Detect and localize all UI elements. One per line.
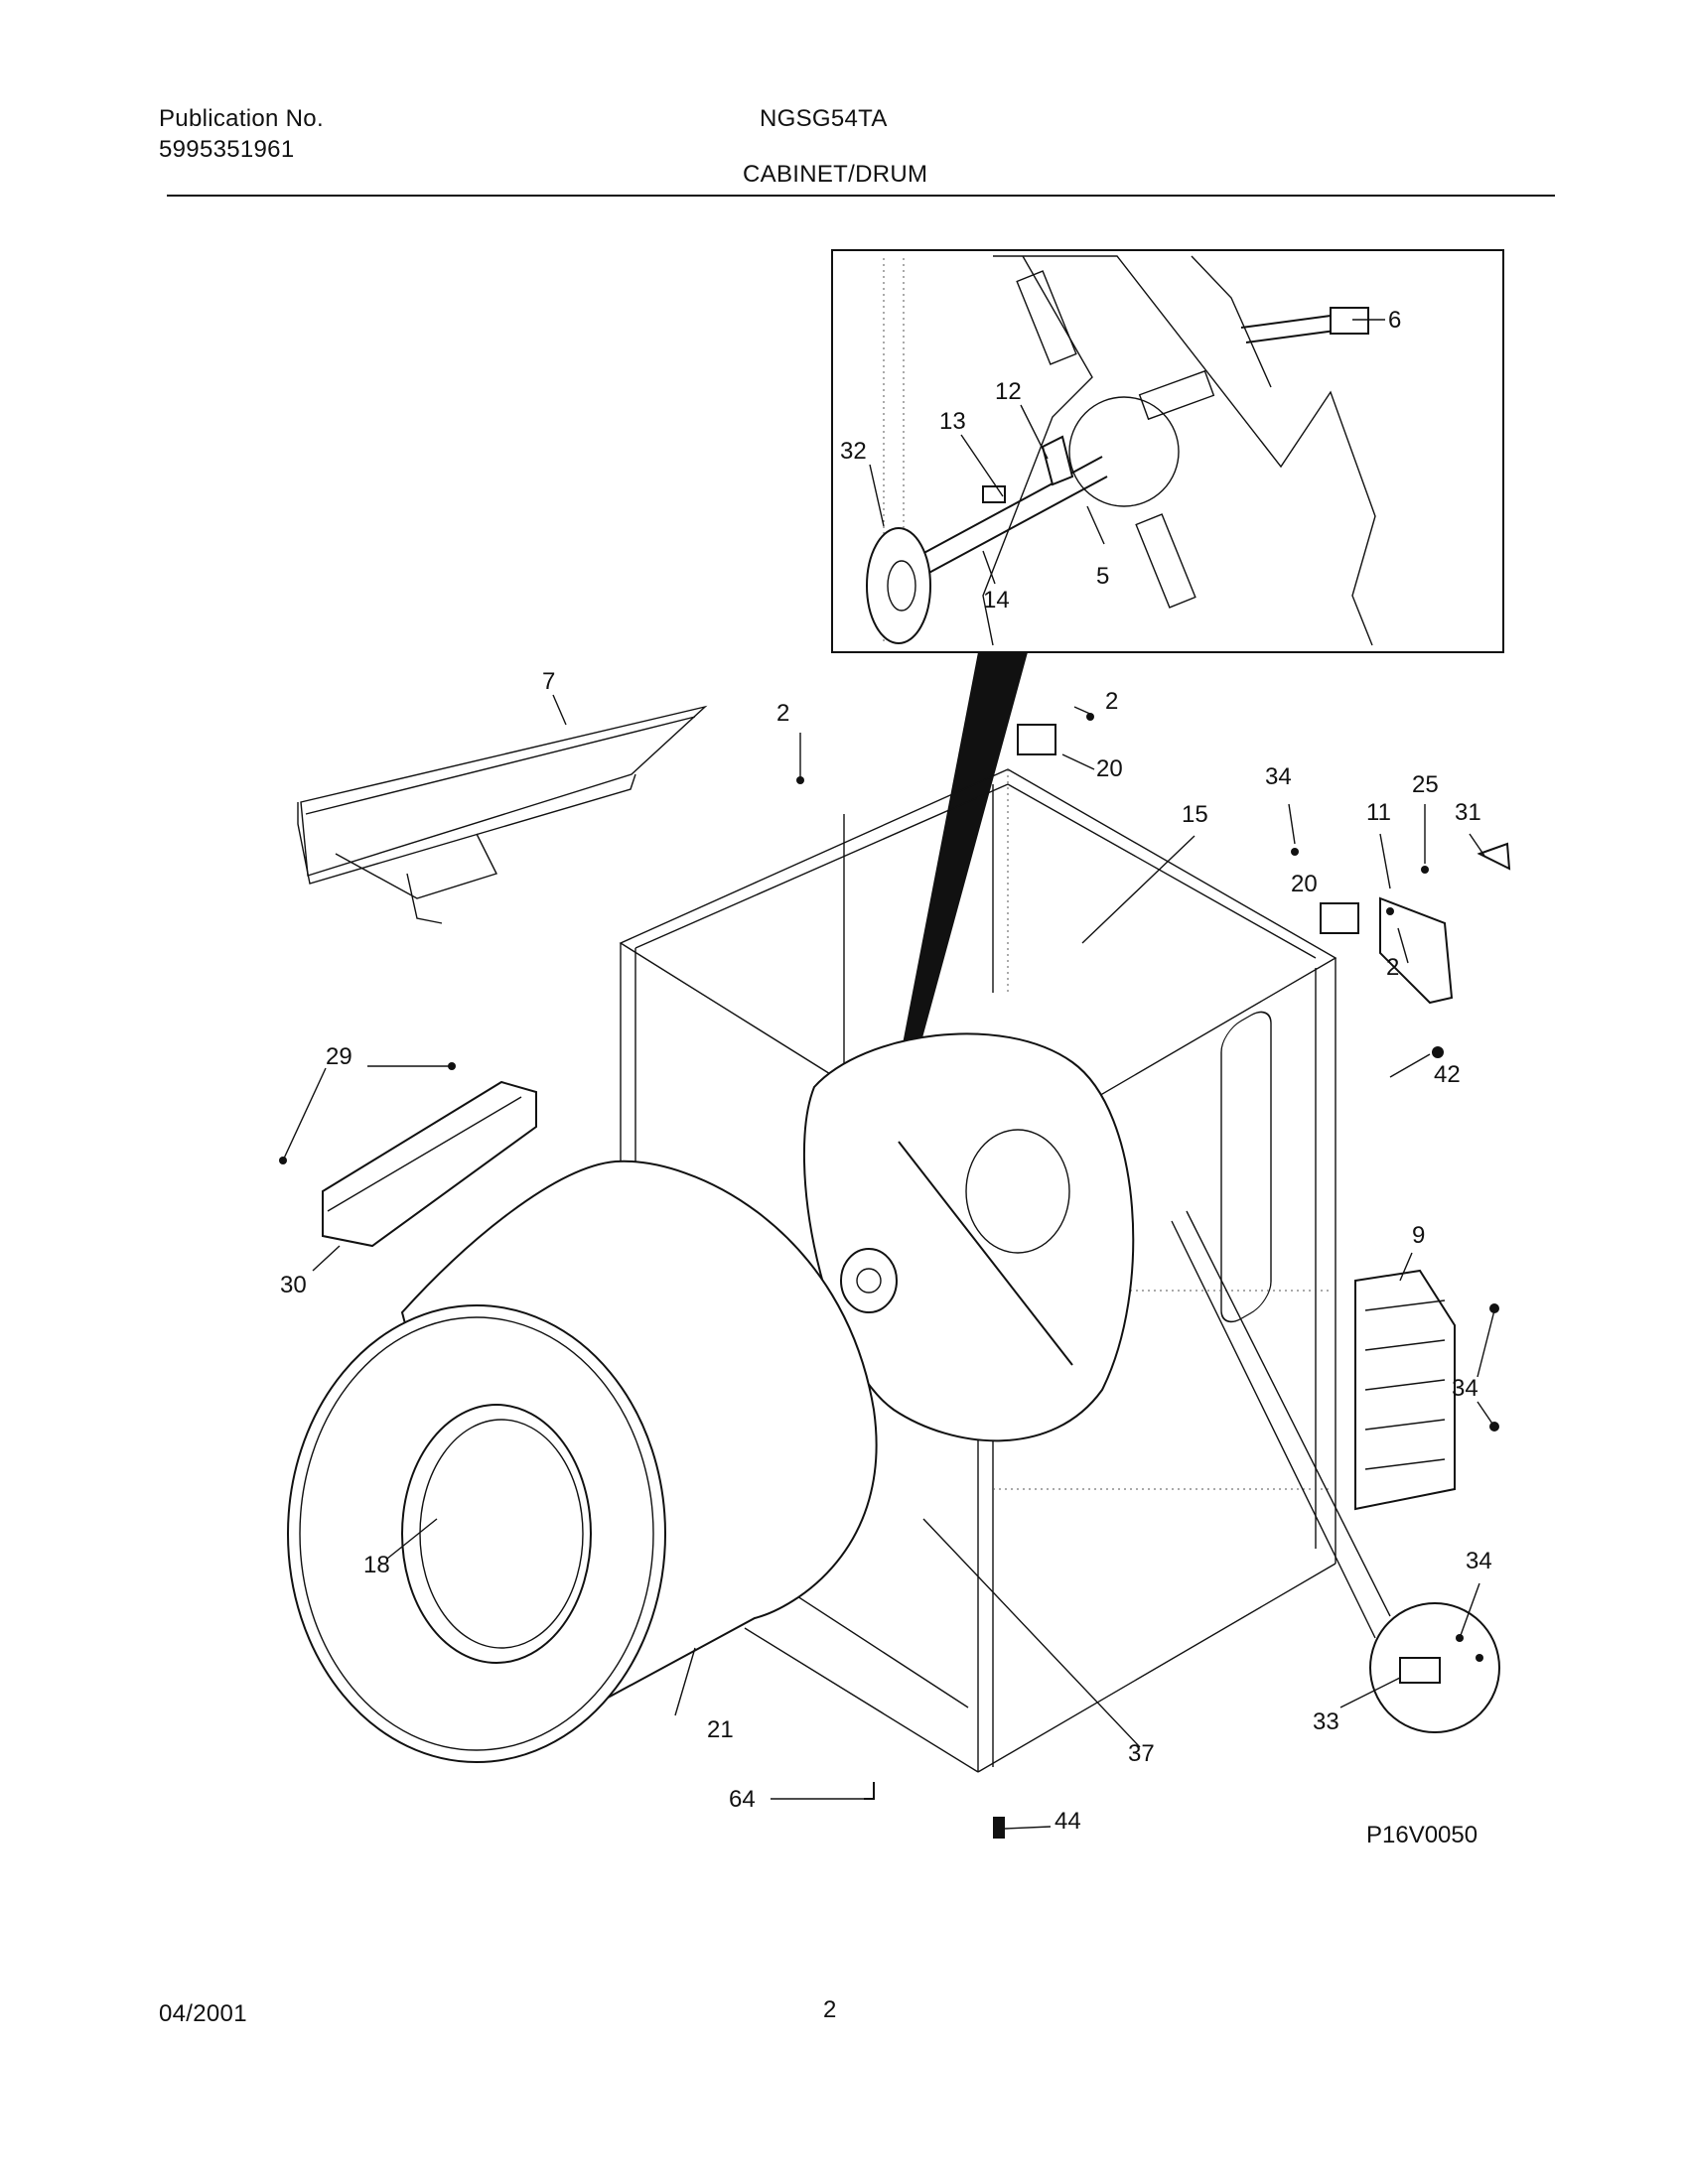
callout-20-right: 20 — [1291, 871, 1318, 897]
callout-18: 18 — [363, 1552, 390, 1578]
callout-31: 31 — [1455, 799, 1481, 826]
callout-2-bracket: 2 — [1105, 688, 1118, 715]
callout-12: 12 — [995, 378, 1022, 405]
header-rule — [167, 195, 1555, 197]
access-panel — [1354, 1269, 1456, 1511]
callout-21: 21 — [707, 1716, 734, 1743]
callout-11: 11 — [1366, 799, 1391, 826]
callout-42: 42 — [1434, 1061, 1461, 1088]
callout-34-top: 34 — [1265, 763, 1292, 790]
drum — [287, 1160, 878, 1763]
leader-lines — [282, 319, 1495, 1830]
diagram-code: P16V0050 — [1366, 1822, 1477, 1848]
hardware-screws — [279, 713, 1511, 1839]
callout-25: 25 — [1412, 771, 1439, 798]
model-number: NGSG54TA — [760, 105, 888, 132]
callout-20-top: 20 — [1096, 755, 1123, 782]
bracket-panel — [1379, 896, 1454, 1005]
callout-7: 7 — [542, 668, 555, 695]
callout-29: 29 — [326, 1043, 352, 1070]
publication-number: 5995351961 — [159, 136, 295, 163]
callout-34-switch: 34 — [1466, 1548, 1492, 1574]
callout-34-panel: 34 — [1452, 1375, 1478, 1402]
callout-13: 13 — [939, 408, 966, 435]
rear-bulkhead — [803, 1032, 1135, 1442]
page-number: 2 — [823, 1996, 837, 2023]
switch-detail-circle — [1171, 1210, 1500, 1733]
callout-labels: 6 12 13 32 14 5 7 2 2 20 15 34 25 11 31 … — [280, 307, 1492, 1835]
callout-30: 30 — [280, 1272, 307, 1298]
callout-32: 32 — [840, 438, 867, 465]
publication-label: Publication No. — [159, 105, 324, 132]
callout-5: 5 — [1096, 563, 1109, 590]
callout-6: 6 — [1388, 307, 1401, 334]
callout-2-top: 2 — [776, 700, 789, 727]
section-title: CABINET/DRUM — [743, 161, 928, 188]
callout-14: 14 — [983, 587, 1010, 614]
callout-9: 9 — [1412, 1222, 1425, 1249]
footer-date: 04/2001 — [159, 2000, 247, 2027]
callout-64: 64 — [729, 1786, 756, 1813]
callout-15: 15 — [1182, 801, 1208, 828]
wire-dry-rack — [297, 705, 708, 924]
callout-37: 37 — [1128, 1740, 1155, 1767]
callout-2-right: 2 — [1386, 954, 1399, 981]
lint-filter — [322, 1080, 537, 1248]
callout-44: 44 — [1055, 1808, 1081, 1835]
inset-detail-view — [831, 249, 1504, 653]
callout-33: 33 — [1313, 1708, 1339, 1735]
